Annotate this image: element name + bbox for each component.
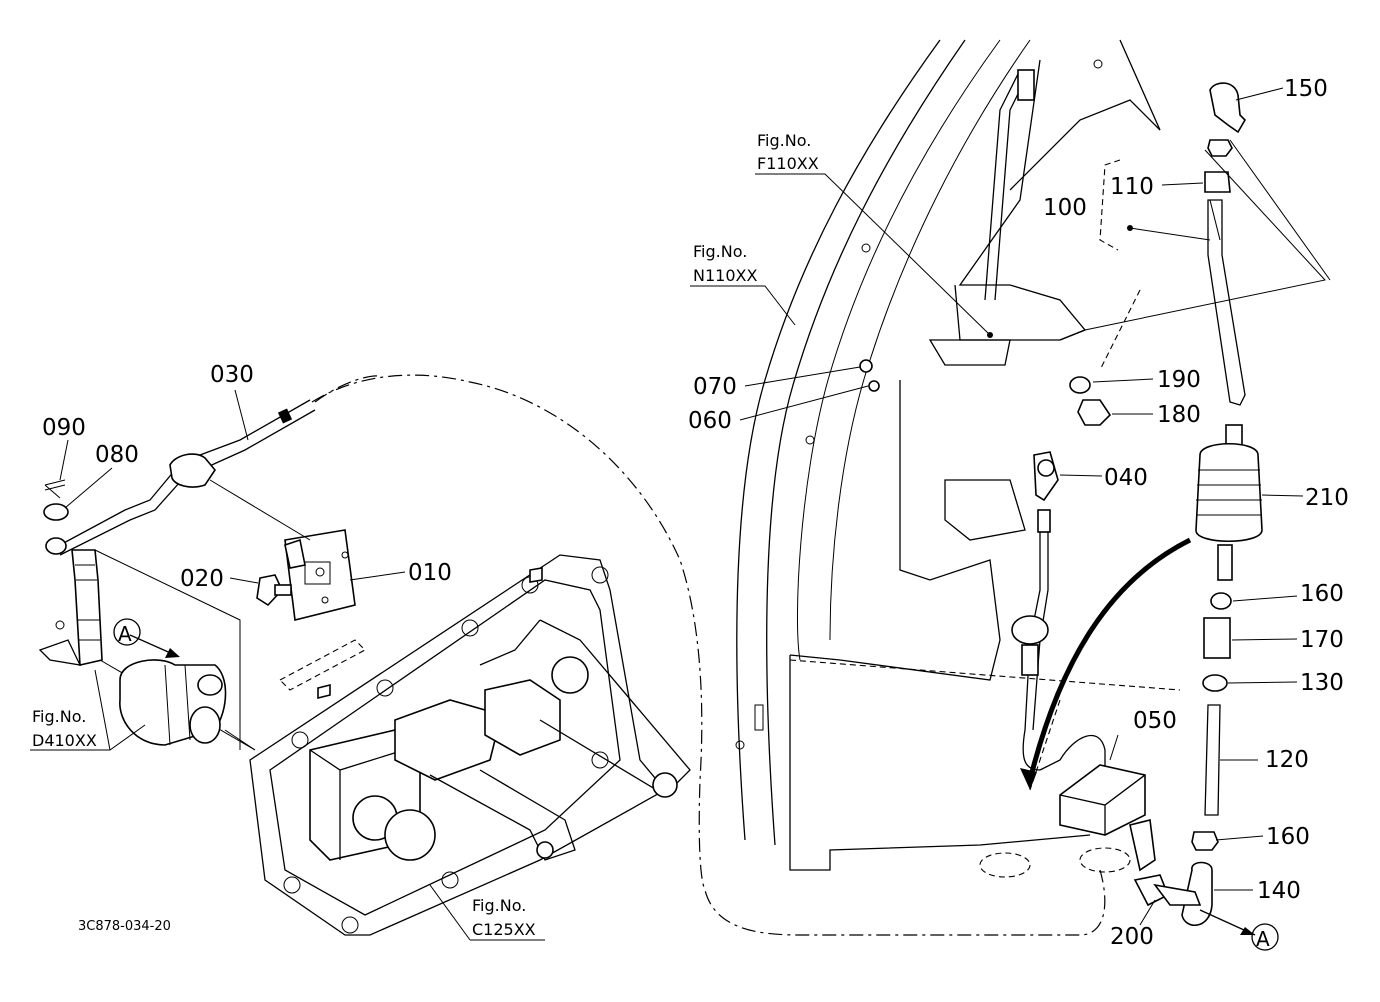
svg-text:190: 190 (1157, 367, 1201, 393)
part-label-190: 190 (1092, 367, 1201, 393)
svg-text:060: 060 (688, 408, 732, 434)
part-label-120: 120 (1220, 747, 1309, 773)
svg-text:160: 160 (1266, 824, 1310, 850)
part-label-200: 200 (1110, 899, 1156, 950)
part-label-150: 150 (1235, 76, 1328, 102)
svg-text:090: 090 (42, 415, 86, 441)
part-label-050: 050 (1109, 708, 1177, 761)
part-label-160-lower: 160 (1215, 824, 1310, 850)
part-label-010: 010 (349, 560, 452, 586)
part-label-160-upper: 160 (1232, 581, 1344, 607)
fig-ref-code: C125XX (472, 920, 536, 939)
svg-text:200: 200 (1110, 924, 1154, 950)
svg-text:040: 040 (1104, 465, 1148, 491)
svg-text:070: 070 (693, 374, 737, 400)
fig-ref-n110xx: Fig.No. N110XX (690, 242, 796, 326)
svg-text:140: 140 (1257, 878, 1301, 904)
part-label-210: 210 (1261, 485, 1349, 511)
part-label-180: 180 (1112, 402, 1201, 428)
svg-text:030: 030 (210, 362, 254, 388)
svg-text:210: 210 (1305, 485, 1349, 511)
svg-text:080: 080 (95, 442, 139, 468)
svg-text:180: 180 (1157, 402, 1201, 428)
fig-ref-code: D410XX (32, 731, 97, 750)
callout-a-left: A (113, 618, 141, 646)
part-label-130: 130 (1227, 670, 1344, 696)
fig-ref-caption: Fig.No. (472, 896, 526, 915)
fig-ref-caption: Fig.No. (693, 242, 747, 261)
line-art (38, 39, 1331, 936)
diagram-code: 3C878-034-20 (78, 919, 171, 934)
svg-text:100: 100 (1043, 195, 1087, 221)
fig-ref-code: N110XX (693, 266, 757, 285)
part-label-100: 100 (1043, 195, 1087, 221)
svg-text:010: 010 (408, 560, 452, 586)
part-label-040: 040 (1059, 465, 1148, 491)
part-label-020: 020 (180, 566, 259, 592)
fig-ref-d410xx: Fig.No. D410XX (30, 669, 146, 751)
svg-text:130: 130 (1300, 670, 1344, 696)
fig-ref-caption: Fig.No. (32, 707, 86, 726)
callout-label: A (118, 622, 132, 646)
callout-a-right: A (1251, 923, 1279, 951)
svg-text:170: 170 (1300, 627, 1344, 653)
svg-text:050: 050 (1133, 708, 1177, 734)
callout-label: A (1256, 927, 1270, 951)
part-label-030: 030 (210, 362, 254, 441)
fig-ref-c125xx: Fig.No. C125XX (429, 884, 545, 941)
fig-ref-f110xx: Fig.No. F110XX (755, 131, 993, 338)
part-label-070: 070 (693, 366, 861, 400)
svg-text:120: 120 (1265, 747, 1309, 773)
part-label-110: 110 (1110, 174, 1204, 200)
part-label-170: 170 (1231, 627, 1344, 653)
svg-text:020: 020 (180, 566, 224, 592)
part-label-090: 090 (42, 415, 86, 481)
lever-knob (1017, 69, 1035, 101)
fig-ref-caption: Fig.No. (757, 131, 811, 150)
part-labels: 150 110 100 070 060 190 180 040 (42, 76, 1349, 950)
svg-text:110: 110 (1110, 174, 1154, 200)
fig-ref-code: F110XX (757, 154, 819, 173)
part-label-060: 060 (688, 385, 869, 434)
part-label-140: 140 (1214, 878, 1301, 904)
part-label-080: 080 (64, 442, 139, 509)
svg-text:160: 160 (1300, 581, 1344, 607)
svg-text:150: 150 (1284, 76, 1328, 102)
